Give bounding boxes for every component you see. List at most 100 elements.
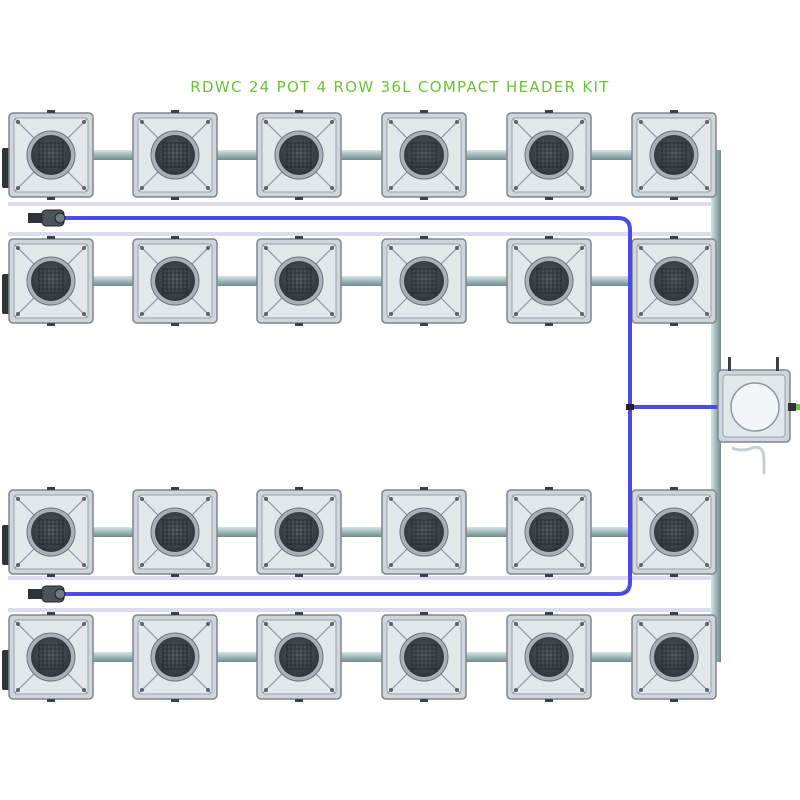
square-pot-icon xyxy=(381,236,467,326)
pot-facets xyxy=(262,244,336,318)
pot-bolt xyxy=(264,186,268,190)
pot-bolt xyxy=(330,688,334,692)
pot-bolt xyxy=(264,246,268,250)
pot-facets xyxy=(387,495,461,569)
pot-bolt xyxy=(639,688,643,692)
pot-bolt xyxy=(330,563,334,567)
square-pot-icon xyxy=(631,236,717,326)
pot-net-grid xyxy=(38,268,64,294)
end-cap xyxy=(2,148,10,188)
pot-tab xyxy=(295,110,303,113)
pot-tab xyxy=(47,323,55,326)
pot-tab xyxy=(295,612,303,615)
pot-bolt xyxy=(140,186,144,190)
pot-bolt xyxy=(206,563,210,567)
pot-net-grid xyxy=(162,142,188,168)
pot-bolt xyxy=(639,563,643,567)
pot-bolt xyxy=(330,497,334,501)
pot-bolt xyxy=(639,120,643,124)
pot-bolt xyxy=(82,246,86,250)
pot-bolt xyxy=(639,312,643,316)
diagram-title: RDWC 24 POT 4 ROW 36L COMPACT HEADER KIT xyxy=(190,78,610,96)
pot-facets xyxy=(138,244,212,318)
pot-bolt xyxy=(206,497,210,501)
pot-tab xyxy=(47,236,55,239)
pot-tab xyxy=(670,487,678,490)
pots-layer xyxy=(8,110,717,702)
pot-bolt xyxy=(455,497,459,501)
pot-tab xyxy=(670,110,678,113)
pot-tab xyxy=(171,612,179,615)
pot-facets xyxy=(138,118,212,192)
pot-bolt xyxy=(206,312,210,316)
pot-tab xyxy=(420,487,428,490)
pot-facets xyxy=(512,495,586,569)
pot-net-grid xyxy=(661,644,687,670)
square-pot-icon xyxy=(8,487,94,577)
pot-net-grid xyxy=(286,519,312,545)
pot-bolt xyxy=(206,120,210,124)
pot-tab xyxy=(47,574,55,577)
return-line xyxy=(8,576,720,580)
pot-bolt xyxy=(580,563,584,567)
pot-net-grid xyxy=(661,142,687,168)
pot-bolt xyxy=(705,246,709,250)
pot-tab xyxy=(545,236,553,239)
return-line xyxy=(8,232,720,236)
pot-bolt xyxy=(580,312,584,316)
row-pipe xyxy=(8,527,720,537)
row-pipe xyxy=(8,276,720,286)
header-tank xyxy=(717,357,800,474)
pot-tab xyxy=(545,574,553,577)
pot-bolt xyxy=(330,186,334,190)
pot-bolt xyxy=(206,186,210,190)
pot-net-grid xyxy=(286,644,312,670)
pot-bolt xyxy=(82,497,86,501)
pot-bolt xyxy=(206,246,210,250)
pot-bolt xyxy=(140,688,144,692)
pot-bolt xyxy=(639,497,643,501)
pot-facets xyxy=(637,244,711,318)
pot-tab xyxy=(420,612,428,615)
pot-bolt xyxy=(16,120,20,124)
return-line xyxy=(8,608,720,612)
pot-net-grid xyxy=(661,519,687,545)
pot-bolt xyxy=(389,688,393,692)
pot-net-grid xyxy=(411,142,437,168)
pot-tab xyxy=(420,197,428,200)
pot-facets xyxy=(262,495,336,569)
pot-tab xyxy=(171,197,179,200)
square-pot-icon xyxy=(256,612,342,702)
pot-bolt xyxy=(16,497,20,501)
pot-tab xyxy=(171,487,179,490)
pot-bolt xyxy=(455,246,459,250)
pot-bolt xyxy=(82,186,86,190)
pot-bolt xyxy=(514,246,518,250)
pot-bolt xyxy=(264,563,268,567)
square-pot-icon xyxy=(132,487,218,577)
pot-tab xyxy=(670,197,678,200)
pot-facets xyxy=(138,620,212,694)
pot-facets xyxy=(14,620,88,694)
pot-bolt xyxy=(455,688,459,692)
pot-bolt xyxy=(705,186,709,190)
pot-bolt xyxy=(330,120,334,124)
tank-lid xyxy=(730,382,780,432)
pot-tab xyxy=(420,236,428,239)
square-pot-icon xyxy=(381,110,467,200)
pot-tab xyxy=(47,197,55,200)
valve-knob xyxy=(54,588,66,600)
pot-tab xyxy=(47,612,55,615)
pot-tab xyxy=(295,236,303,239)
pot-bolt xyxy=(580,688,584,692)
pot-bolt xyxy=(705,497,709,501)
pot-facets xyxy=(14,495,88,569)
pot-facets xyxy=(262,620,336,694)
tank-outlet xyxy=(788,403,796,411)
pot-bolt xyxy=(639,186,643,190)
pot-net-grid xyxy=(411,519,437,545)
tank-cable xyxy=(728,357,731,371)
pot-bolt xyxy=(705,563,709,567)
pot-tab xyxy=(670,236,678,239)
pot-facets xyxy=(637,118,711,192)
